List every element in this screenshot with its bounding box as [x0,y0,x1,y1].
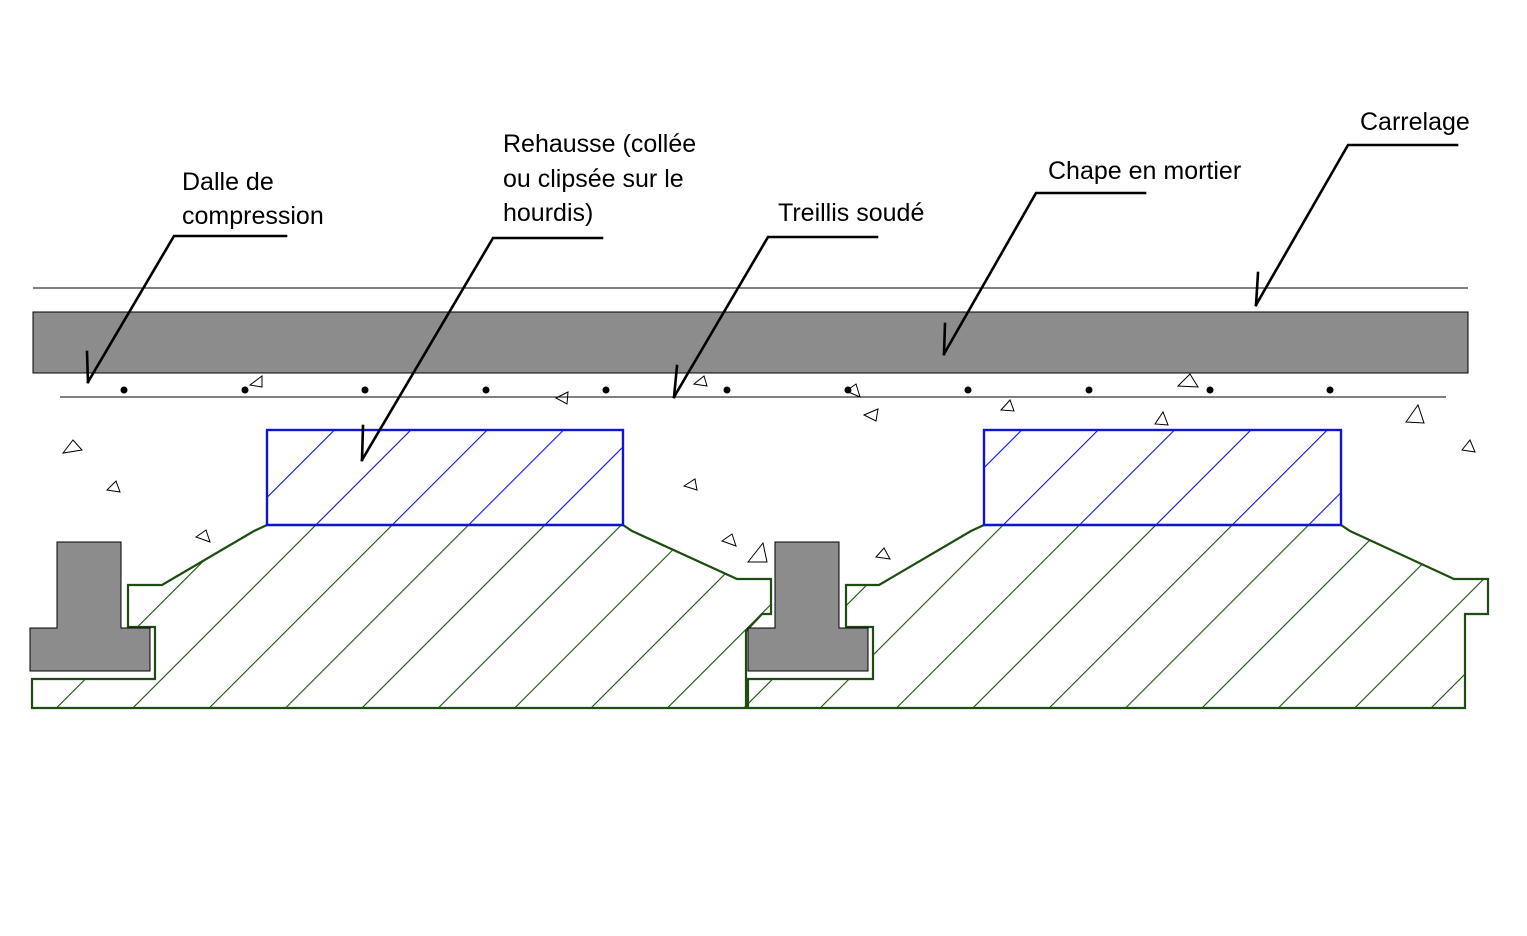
rehausse-right [982,428,1343,527]
hourdis-left [30,523,773,710]
label-rehausse-line2: ou clipsée sur le [503,165,684,193]
chape-mortier-band [32,311,1469,374]
leader-chape [942,191,1147,356]
hourdis-right [746,523,1490,710]
label-chape: Chape en mortier [1048,157,1241,185]
leader-carrelage [1254,143,1459,307]
label-rehausse-line3: hourdis) [503,199,593,227]
leader-dalle [85,234,288,384]
leader-treillis [672,235,879,399]
label-dalle-line1: Dalle de [182,168,274,196]
beam-left [29,541,151,672]
rehausse-left [265,428,625,527]
beam-right [747,541,869,672]
label-carrelage: Carrelage [1360,108,1470,136]
leader-rehausse [360,236,604,462]
label-treillis: Treillis soudé [778,199,924,227]
label-dalle-line2: compression [182,202,324,230]
rebar-dots [120,386,1334,394]
concrete-aggregates [61,373,1476,563]
label-rehausse-line1: Rehausse (collée [503,130,696,158]
